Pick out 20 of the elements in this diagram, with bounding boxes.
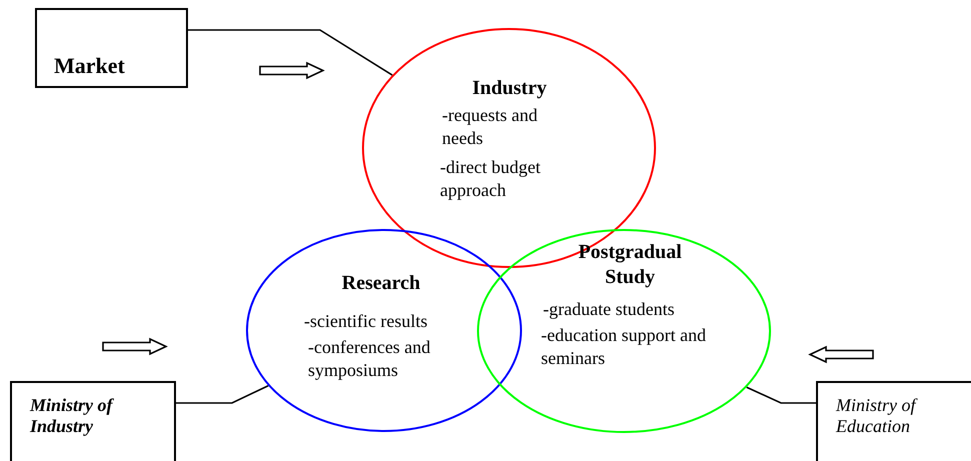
label-box (35, 8, 188, 88)
bullet-text: -conferences and symposiums (308, 336, 432, 381)
box-label: Market (54, 52, 125, 78)
circle-node (477, 229, 771, 433)
connector-line (188, 29, 393, 76)
box-label: Ministry of Education (836, 395, 918, 436)
bullet-text: -scientific results (304, 310, 428, 332)
circle-heading: Research (340, 271, 422, 296)
circle-heading: Postgradual Study (577, 240, 683, 290)
bullet-text: -direct budget approach (440, 156, 542, 201)
circle-heading: Industry (471, 76, 548, 101)
label-box (816, 381, 971, 461)
bullet-text: -graduate students (543, 298, 676, 320)
connector-line (746, 386, 816, 404)
bullet-text: -requests and needs (442, 104, 538, 149)
label-box (10, 381, 176, 461)
box-label: Ministry of Industry (30, 395, 115, 436)
circle-node (246, 229, 522, 432)
connector-line (176, 385, 269, 404)
bullet-text: -education support and seminars (541, 324, 706, 369)
